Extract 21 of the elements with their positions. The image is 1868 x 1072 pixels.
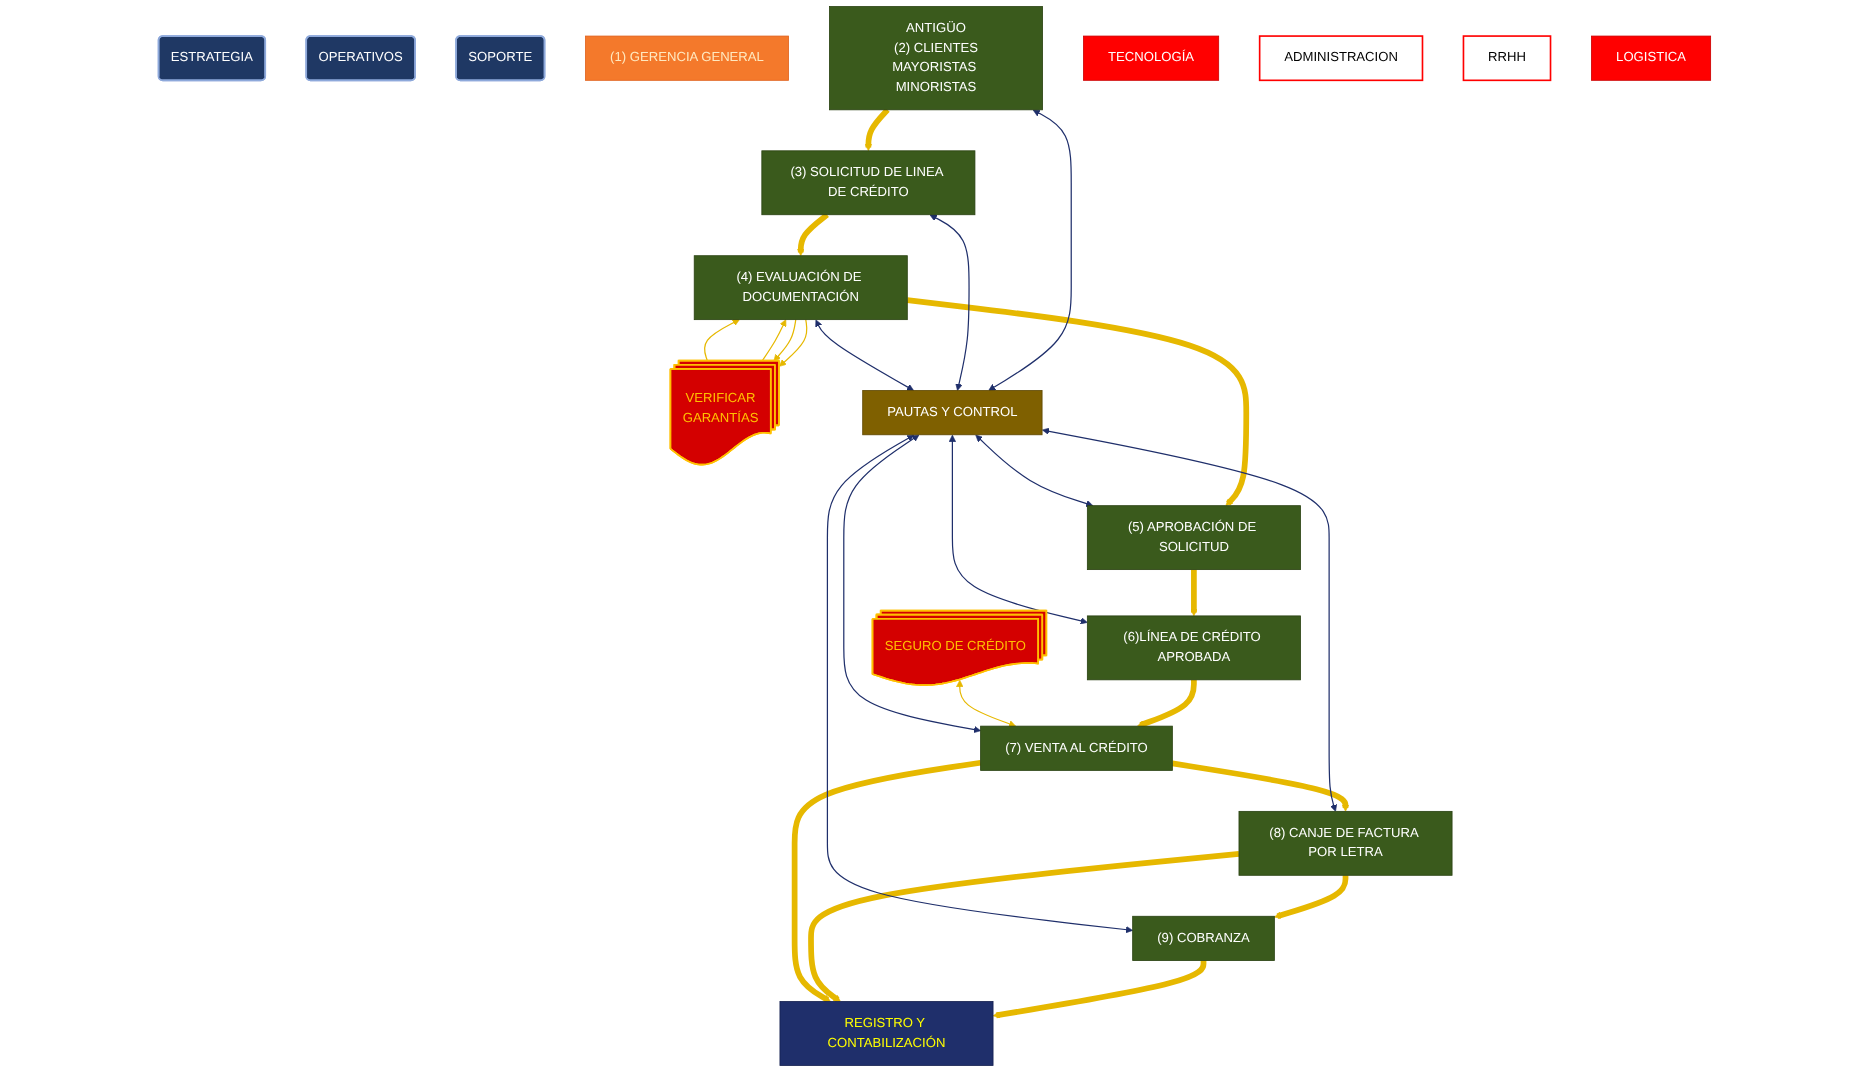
arrow [948, 434, 1088, 625]
arrow [772, 319, 796, 362]
arrow [826, 434, 1133, 934]
arrow [807, 850, 1239, 1002]
arrow [864, 107, 890, 152]
arrow [1136, 679, 1197, 728]
arrow [814, 319, 914, 391]
arrow [796, 212, 829, 257]
arrow [1041, 427, 1337, 812]
arrow [703, 319, 740, 362]
arrow [955, 679, 1016, 728]
arrow [906, 297, 1249, 506]
arrow [929, 214, 970, 391]
arrow [778, 319, 807, 367]
arrow [1171, 760, 1349, 812]
arrow [987, 109, 1072, 391]
arrow [791, 759, 981, 1003]
arrow [842, 434, 981, 734]
arrow [974, 434, 1093, 508]
arrow [1189, 569, 1197, 617]
arrow [760, 319, 786, 362]
